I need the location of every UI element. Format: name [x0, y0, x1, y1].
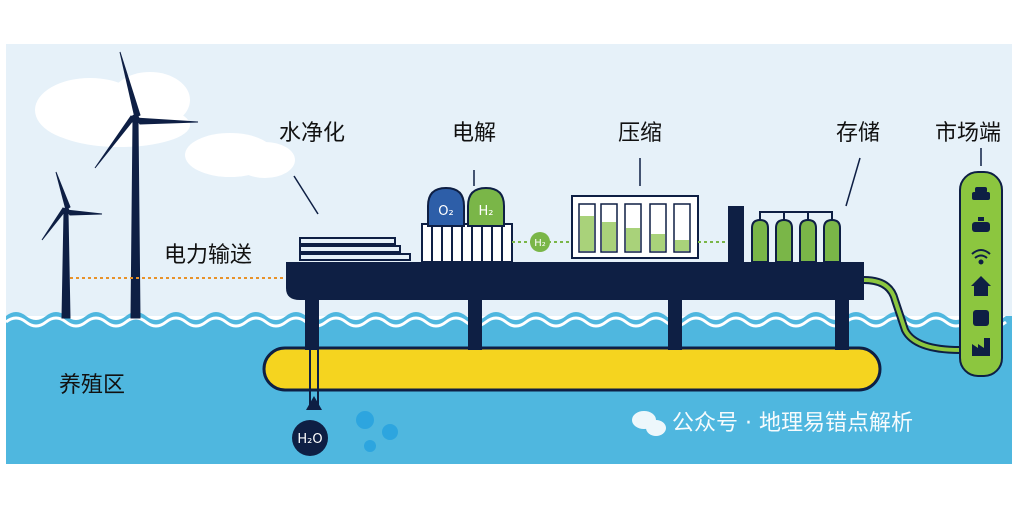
water-label: H₂O: [297, 432, 322, 447]
label-water-purification: 水净化: [279, 121, 345, 146]
wind-turbine-large: [94, 51, 199, 319]
factory-icon: [972, 338, 990, 356]
h2-flow-label: H₂: [534, 238, 546, 249]
cloud-right: [185, 133, 295, 178]
water-intake-pipe: [309, 262, 319, 408]
platform-deck: [286, 262, 864, 300]
oxygen-label: O₂: [438, 204, 453, 219]
label-market: 市场端: [935, 121, 1001, 146]
label-compression: 压缩: [618, 121, 662, 146]
wind-turbine-small: [41, 171, 103, 319]
electrolyzer: O₂ H₂: [421, 186, 513, 263]
water-bubbles: [356, 411, 398, 452]
bus-icon: [973, 310, 989, 326]
hydrogen-tank: [467, 186, 505, 227]
water-purification-unit: [299, 237, 411, 261]
storage-tower: [728, 206, 744, 262]
tank-manifold: [759, 211, 833, 220]
market-box: [959, 171, 1003, 377]
label-storage: 存储: [836, 121, 880, 146]
taxi-icon: [972, 217, 990, 232]
market-icons: [971, 187, 991, 356]
h2-bubble: [530, 232, 550, 252]
water-molecule: [292, 420, 328, 456]
wechat-icon: [632, 411, 666, 436]
compression-unit: [571, 195, 740, 259]
house-icon: [971, 276, 991, 296]
car-icon: [972, 187, 990, 200]
market-pipeline-inner: [863, 278, 961, 352]
pontoon: [262, 346, 882, 392]
platform-legs: [305, 300, 849, 350]
intake-arrow: [306, 396, 322, 410]
label-power-transmission: 电力输送: [164, 243, 252, 268]
wifi-icon: [971, 249, 991, 265]
label-aquaculture: 养殖区: [59, 373, 125, 398]
watermark-text: 公众号 · 地理易错点解析: [672, 411, 913, 436]
storage-tanks: [751, 218, 841, 263]
label-electrolysis: 电解: [452, 121, 496, 146]
hydrogen-label: H₂: [479, 204, 494, 219]
oxygen-tank: [427, 186, 465, 227]
label-leader-lines: [293, 148, 982, 215]
